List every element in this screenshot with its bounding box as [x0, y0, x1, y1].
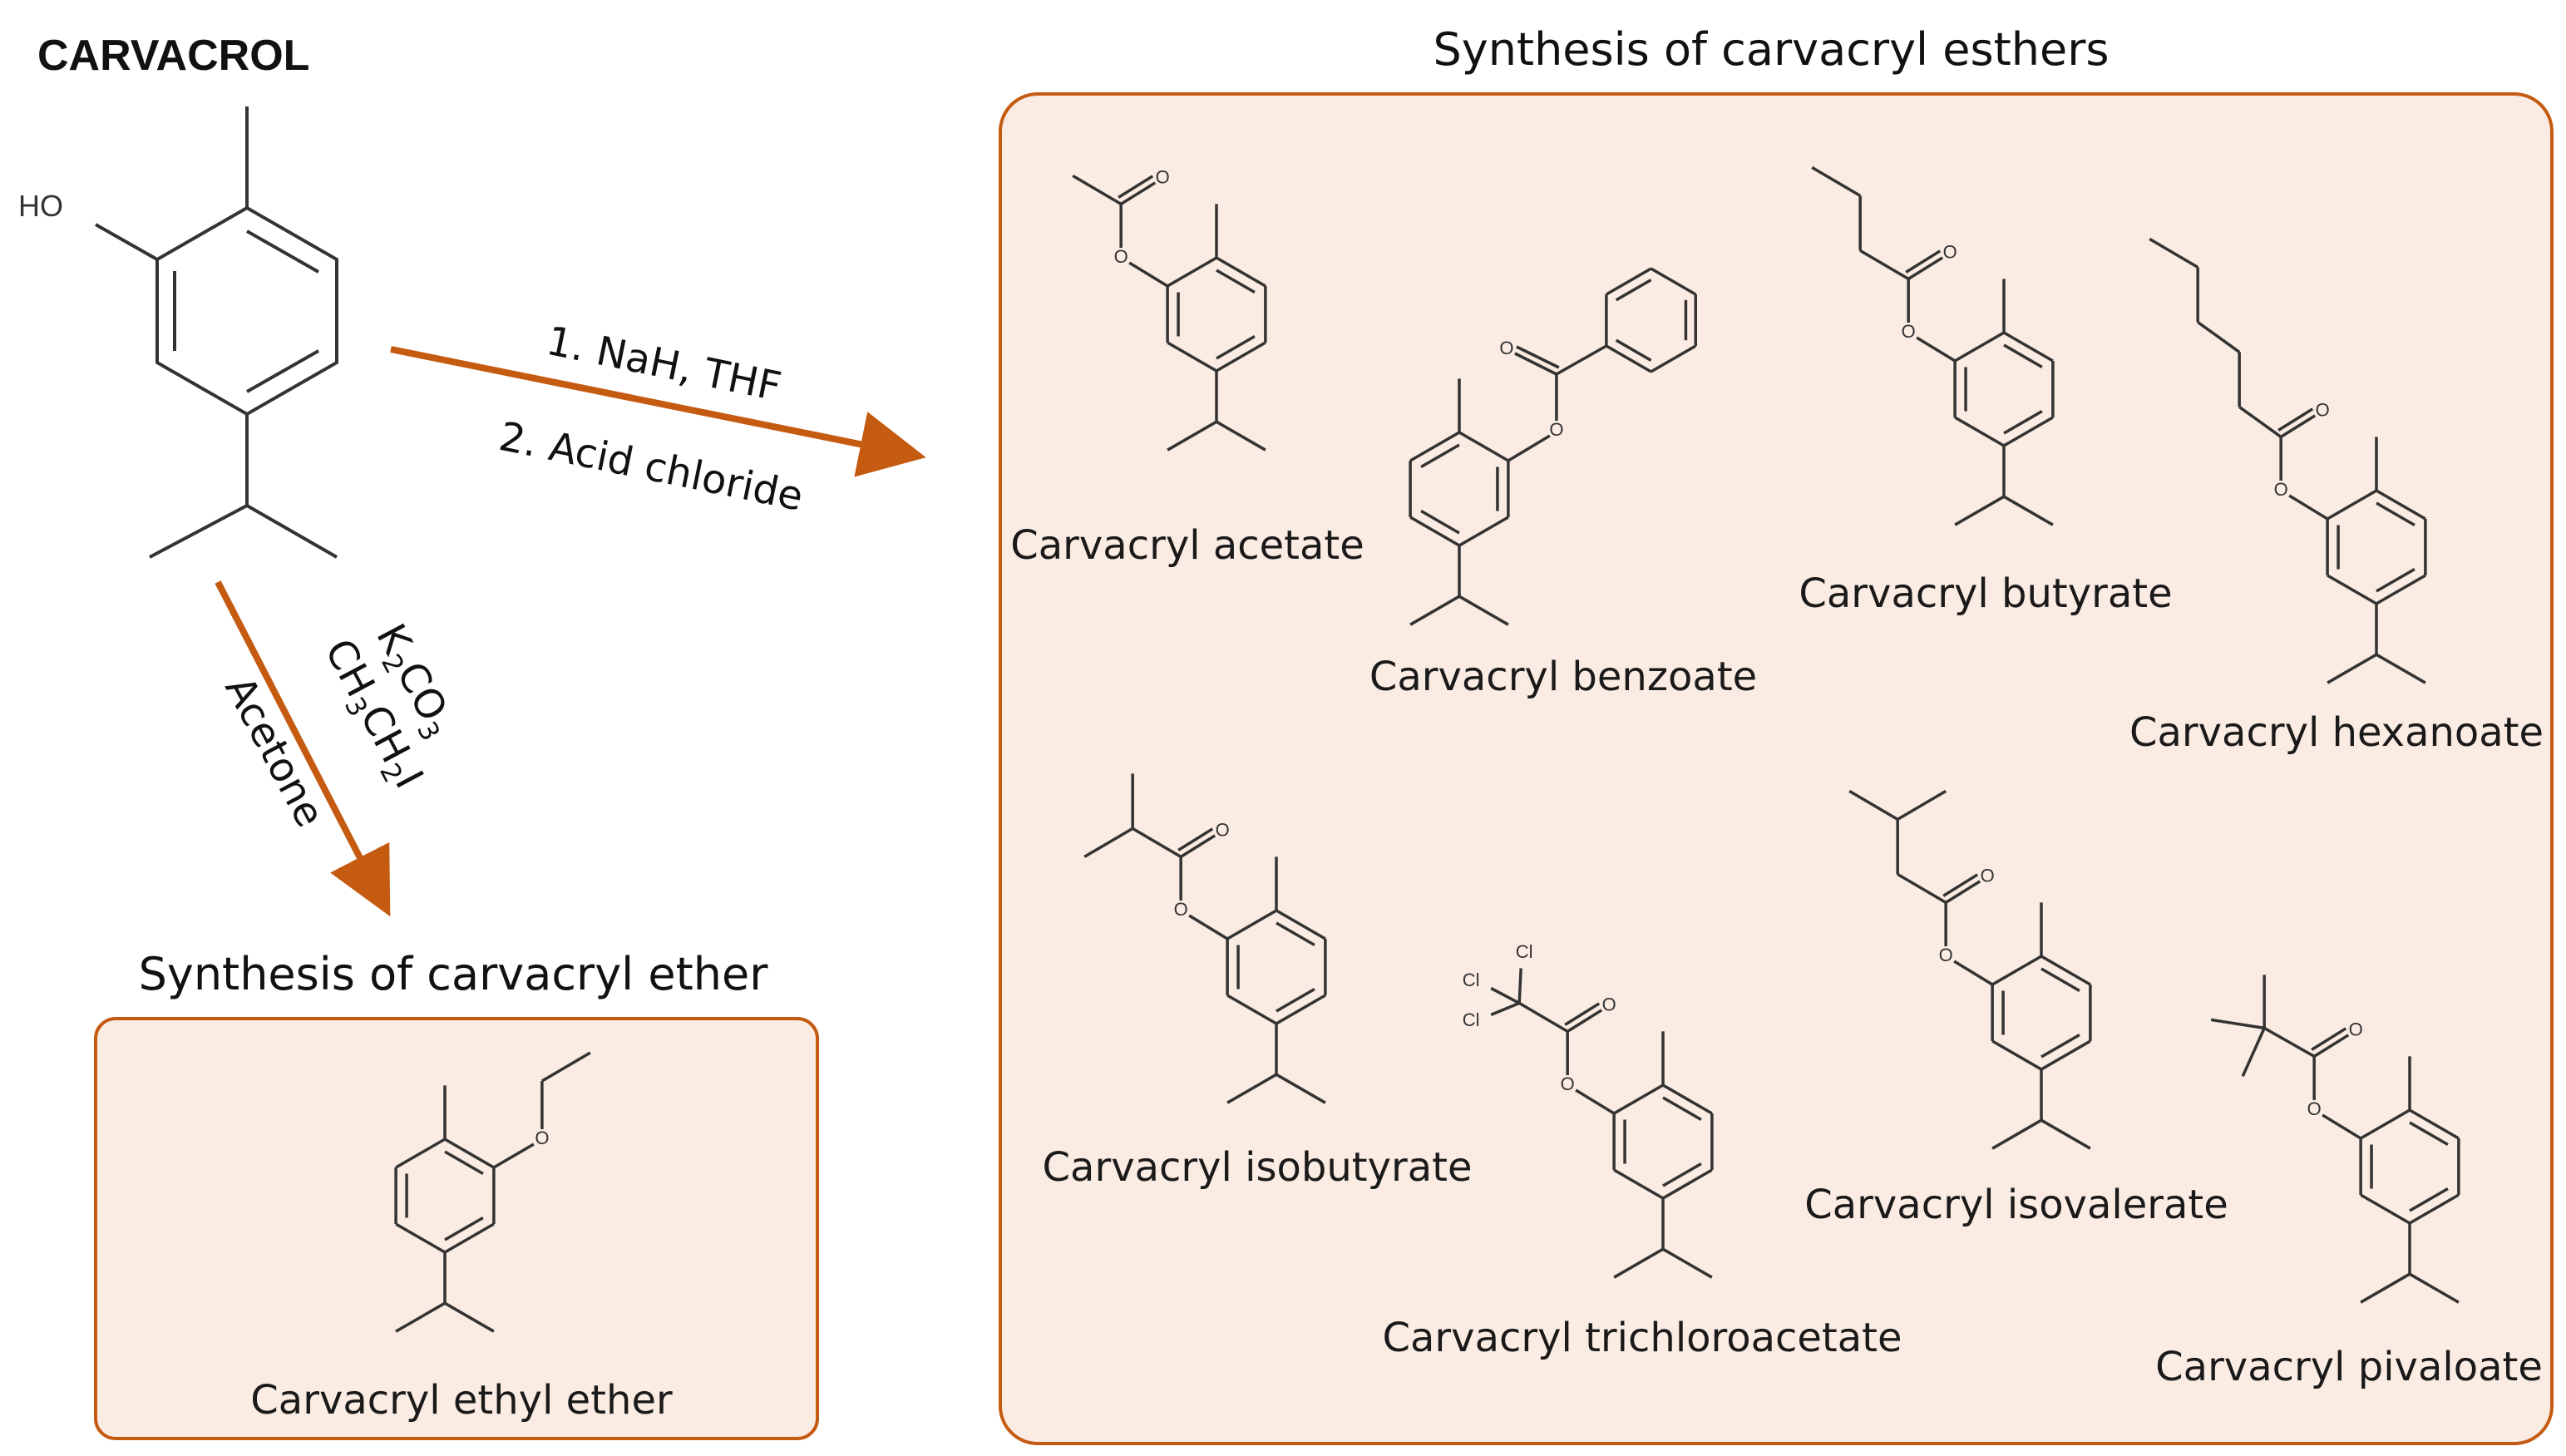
ether-reaction-arrow — [215, 580, 391, 917]
carbonyl-oxygen: O — [1499, 338, 1513, 358]
compound-name-acetate: Carvacryl acetate — [1010, 522, 1364, 569]
carbonyl-oxygen: O — [2316, 400, 2330, 421]
ester-oxygen: O — [2307, 1098, 2322, 1119]
compound-name-isovalerate: Carvacryl isovalerate — [1804, 1182, 2228, 1228]
ester-oxygen: O — [2274, 479, 2288, 500]
compound-name-isobutyrate: Carvacryl isobutyrate — [1043, 1144, 1473, 1191]
carbonyl-oxygen: O — [1216, 820, 1230, 841]
structure-butyrate — [1811, 165, 2055, 526]
ester-condition-step2: 2. Acid chloride — [496, 413, 807, 521]
ester-oxygen: O — [1114, 246, 1128, 267]
structure-acetate — [1072, 174, 1267, 452]
ether-section-title: Synthesis of carvacryl ether — [139, 948, 769, 1000]
chlorine-atom: Cl — [1463, 970, 1480, 990]
compound-name-ethyl-ether: Carvacryl ethyl ether — [250, 1377, 673, 1424]
carbonyl-oxygen: O — [1981, 866, 1995, 886]
structure-ethyl-ether — [394, 1051, 591, 1333]
ether-oxygen: O — [535, 1128, 549, 1148]
ether-section-box — [94, 1017, 819, 1440]
ester-condition-step1: 1. NaH, THF — [543, 318, 785, 411]
ester-oxygen: O — [1561, 1073, 1575, 1094]
carbonyl-oxygen: O — [2349, 1019, 2363, 1040]
chlorine-atom: Cl — [1463, 1009, 1480, 1030]
structure-isovalerate — [1848, 789, 2092, 1150]
chlorine-atom: Cl — [1516, 941, 1533, 962]
carbonyl-oxygen: O — [1943, 242, 1957, 263]
ester-oxygen: O — [1902, 321, 1916, 342]
structure-hexanoate — [2149, 237, 2427, 684]
hydroxyl-label: HO — [18, 189, 63, 223]
structure-pivaloate — [2210, 975, 2460, 1304]
ester-oxygen: O — [1549, 419, 1563, 440]
structure-benzoate — [1409, 267, 1698, 626]
compound-name-benzoate: Carvacryl benzoate — [1369, 654, 1757, 700]
compound-name-pivaloate: Carvacryl pivaloate — [2155, 1344, 2543, 1390]
ester-oxygen: O — [1174, 899, 1188, 920]
compound-name-hexanoate: Carvacryl hexanoate — [2129, 709, 2544, 756]
ester-reaction-arrow — [390, 346, 926, 477]
ester-section-box — [999, 92, 2554, 1445]
structure-isobutyrate — [1083, 773, 1327, 1104]
ester-section-title: Synthesis of carvacryl esthers — [1433, 23, 2109, 76]
carvacrol-structure — [95, 106, 338, 559]
ester-oxygen: O — [1939, 945, 1953, 965]
compound-name-trichloroacetate: Carvacryl trichloroacetate — [1383, 1315, 1902, 1361]
compound-name-butyrate: Carvacryl butyrate — [1799, 570, 2172, 617]
carbonyl-oxygen: O — [1156, 167, 1170, 188]
structure-trichloroacetate — [1490, 968, 1714, 1279]
carbonyl-oxygen: O — [1602, 995, 1616, 1015]
reactant-title: CARVACROL — [37, 32, 309, 80]
